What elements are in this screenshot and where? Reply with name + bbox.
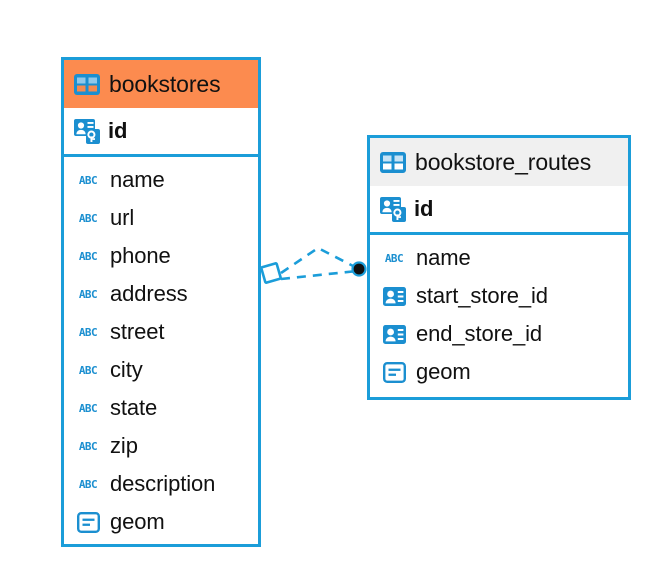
primary-key-section: id <box>64 108 258 157</box>
relationship-line-upper <box>280 246 358 275</box>
fields-section: ABC name start_store_id <box>370 235 628 391</box>
field-row-id[interactable]: id <box>64 108 258 154</box>
field-label: geom <box>416 359 471 384</box>
fields-section: ABC name ABC url ABC phone ABC address A… <box>64 157 258 541</box>
relationship-line-lower <box>280 269 358 281</box>
abc-text-icon: ABC <box>78 249 98 263</box>
relationship-connector[interactable] <box>255 235 380 315</box>
diamond-outline-marker <box>260 262 282 284</box>
field-row-geom[interactable]: geom <box>64 503 258 541</box>
field-row-zip[interactable]: ABC zip <box>64 427 258 465</box>
abc-text-icon: ABC <box>78 325 98 339</box>
entity-title-label: bookstores <box>109 70 221 97</box>
field-row-url[interactable]: ABC url <box>64 199 258 237</box>
field-row-start-store-id[interactable]: start_store_id <box>370 277 628 315</box>
abc-text-icon: ABC <box>78 211 98 225</box>
field-label: address <box>110 281 188 306</box>
field-label: end_store_id <box>416 321 543 346</box>
abc-text-icon: ABC <box>384 251 404 265</box>
entity-title-label: bookstore_routes <box>415 148 592 175</box>
geometry-icon <box>380 361 408 383</box>
field-row-state[interactable]: ABC state <box>64 389 258 427</box>
primary-key-icon <box>74 118 100 144</box>
abc-text-icon: ABC <box>78 401 98 415</box>
field-row-id[interactable]: id <box>370 186 628 232</box>
field-row-name[interactable]: ABC name <box>370 239 628 277</box>
abc-text-icon: ABC <box>78 363 98 377</box>
abc-text-icon: ABC <box>78 477 98 491</box>
field-label: description <box>110 471 216 496</box>
foreign-key-icon <box>380 286 408 306</box>
field-label: id <box>108 118 128 143</box>
primary-key-icon <box>380 196 406 222</box>
field-row-name[interactable]: ABC name <box>64 161 258 199</box>
primary-key-section: id <box>370 186 628 235</box>
field-row-city[interactable]: ABC city <box>64 351 258 389</box>
field-label: city <box>110 357 143 382</box>
abc-text-icon: ABC <box>78 173 98 187</box>
field-row-phone[interactable]: ABC phone <box>64 237 258 275</box>
field-label: phone <box>110 243 171 268</box>
table-icon <box>380 151 406 173</box>
entity-header-bookstores[interactable]: bookstores <box>64 60 258 108</box>
field-label: url <box>110 205 135 230</box>
abc-text-icon: ABC <box>78 287 98 301</box>
entity-header-bookstore-routes[interactable]: bookstore_routes <box>370 138 628 186</box>
filled-circle-marker <box>351 261 367 277</box>
field-label: street <box>110 319 165 344</box>
field-row-end-store-id[interactable]: end_store_id <box>370 315 628 353</box>
field-label: name <box>416 245 471 270</box>
field-label: geom <box>110 509 165 534</box>
field-row-geom[interactable]: geom <box>370 353 628 391</box>
geometry-icon <box>74 511 102 533</box>
field-label: name <box>110 167 165 192</box>
field-label: start_store_id <box>416 283 548 308</box>
field-row-description[interactable]: ABC description <box>64 465 258 503</box>
foreign-key-icon <box>380 324 408 344</box>
field-label: state <box>110 395 158 420</box>
abc-text-icon: ABC <box>78 439 98 453</box>
field-row-street[interactable]: ABC street <box>64 313 258 351</box>
field-row-address[interactable]: ABC address <box>64 275 258 313</box>
field-label: zip <box>110 433 138 458</box>
entity-table-bookstore-routes[interactable]: bookstore_routes <box>367 135 631 400</box>
table-icon <box>74 73 100 95</box>
field-label: id <box>414 196 434 221</box>
entity-table-bookstores[interactable]: bookstores <box>61 57 261 547</box>
